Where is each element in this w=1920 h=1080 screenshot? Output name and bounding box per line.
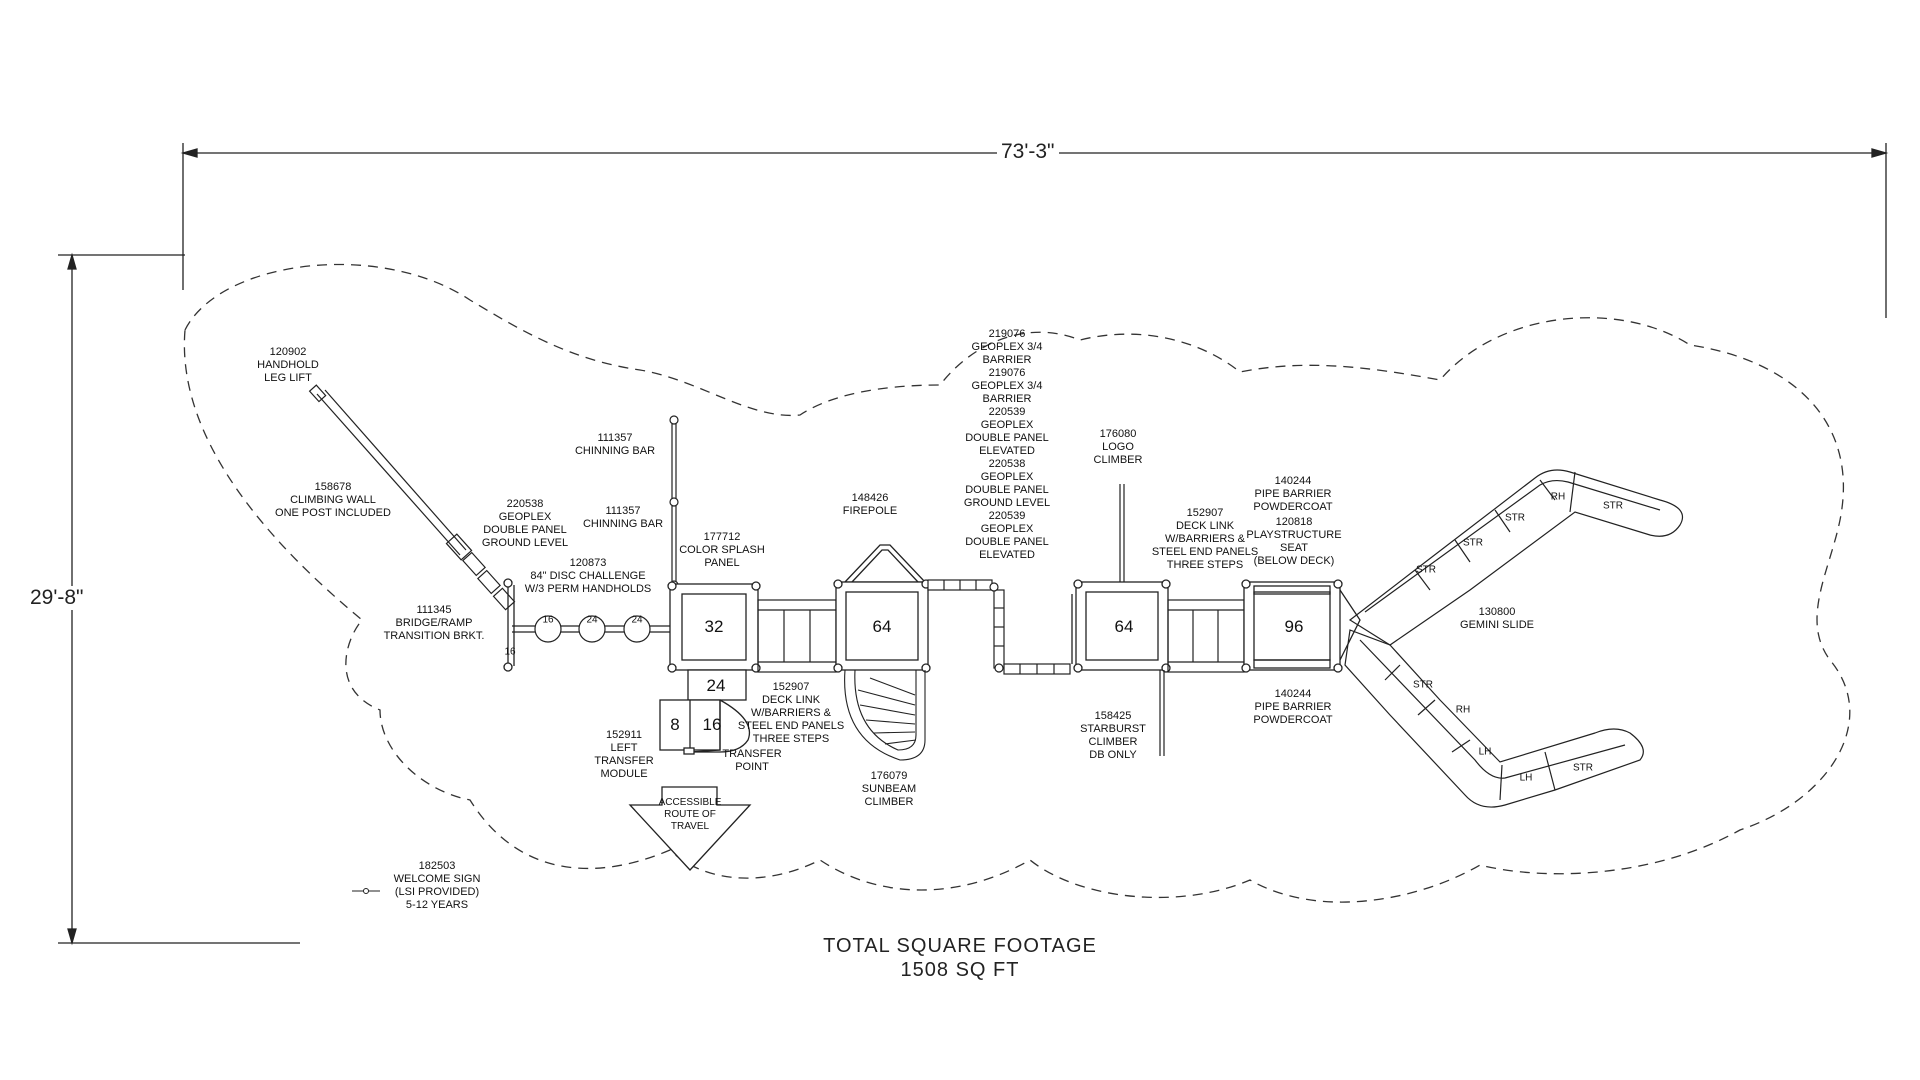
deck-link-left: [757, 599, 837, 673]
total-title: TOTAL SQUARE FOOTAGE: [823, 935, 1097, 957]
deck-label-64-right: 64: [1114, 617, 1134, 636]
disc-challenge: [512, 615, 672, 643]
slide-segment-label: LH: [1519, 772, 1533, 784]
slide-segment-label: RH: [1455, 704, 1471, 716]
logo-climber-label: 176080 LOGO CLIMBER: [1093, 428, 1143, 466]
sunbeam-climber: [844, 669, 926, 761]
deck-label-96: 96: [1284, 617, 1304, 636]
bracket-mark: 16: [504, 646, 516, 658]
slide-segment-label: RH: [1550, 491, 1566, 503]
width-dimension: 73'-3": [997, 140, 1059, 164]
bridge-ramp-label: 111345 BRIDGE/RAMP TRANSITION BRKT.: [383, 604, 485, 642]
starburst-climber: [1159, 670, 1165, 756]
deck-link-right-label: 152907 DECK LINK W/BARRIERS & STEEL END …: [1151, 507, 1259, 571]
transfer-module-label: 152911 LEFT TRANSFER MODULE: [594, 729, 654, 780]
use-zone-boundary: [183, 263, 1851, 903]
pipe-barrier-top-label: 140244 PIPE BARRIER POWDERCOAT: [1253, 475, 1333, 513]
starburst-climber-label: 158425 STARBURST CLIMBER DB ONLY: [1080, 710, 1146, 761]
deck-64-right: [1071, 579, 1171, 673]
transfer-point-label: TRANSFER POINT: [722, 748, 782, 773]
chinning-bar-pole: [669, 415, 679, 590]
sunbeam-climber-label: 176079 SUNBEAM CLIMBER: [861, 770, 917, 808]
logo-climber: [1119, 484, 1125, 582]
deck-label-8: 8: [670, 715, 680, 734]
playstructure-seat-label: 120818 PLAYSTRUCTURE SEAT (BELOW DECK): [1246, 516, 1342, 567]
disc-label: 24: [586, 614, 598, 626]
pipe-barrier-bottom-label: 140244 PIPE BARRIER POWDERCOAT: [1253, 688, 1333, 726]
chinning-bar-label: 111357 CHINNING BAR: [574, 432, 656, 457]
width-dimension-line: [180, 143, 1889, 318]
deck-label-32: 32: [704, 617, 724, 636]
slide-segment-label: STR: [1413, 679, 1433, 691]
geoplex-barriers: [927, 579, 1071, 675]
disc-label: 16: [542, 614, 554, 626]
gemini-slide-lower: [1344, 629, 1644, 808]
slide-segment-label: STR: [1573, 762, 1593, 774]
total-square-footage: TOTAL SQUARE FOOTAGE 1508 SQ FT: [823, 934, 1097, 982]
deck-label-64-left: 64: [872, 617, 892, 636]
firepole-label: 148426 FIREPOLE: [842, 492, 898, 517]
slide-segment-label: STR: [1505, 512, 1525, 524]
slide-segment-label: STR: [1416, 564, 1436, 576]
accessible-route-label: ACCESSIBLE ROUTE OF TRAVEL: [658, 797, 722, 832]
disc-challenge-label: 120873 84" DISC CHALLENGE W/3 PERM HANDH…: [524, 557, 652, 595]
welcome-sign-marker: [352, 888, 380, 894]
deck-64-left: [833, 544, 931, 673]
deck-96: [1241, 579, 1361, 673]
deck-link-right: [1167, 599, 1245, 673]
color-splash-label: 177712 COLOR SPLASH PANEL: [679, 531, 765, 569]
slide-segment-label: STR: [1603, 500, 1623, 512]
deck-32: [667, 581, 761, 673]
gemini-slide-upper: [1348, 469, 1684, 646]
gemini-slide-label: 130800 GEMINI SLIDE: [1460, 606, 1534, 631]
deck-label-24: 24: [706, 676, 726, 695]
handhold-leg-lift-label: 120902 HANDHOLD LEG LIFT: [257, 346, 319, 384]
deck-label-16: 16: [702, 715, 722, 734]
deck-link-left-label: 152907 DECK LINK W/BARRIERS & STEEL END …: [737, 681, 845, 745]
total-value: 1508 SQ FT: [900, 959, 1020, 981]
disc-label: 24: [631, 614, 643, 626]
slide-segment-label: STR: [1463, 537, 1483, 549]
climbing-wall-label: 158678 CLIMBING WALL ONE POST INCLUDED: [275, 481, 391, 519]
height-dimension: 29'-8": [30, 586, 84, 610]
accessible-route-arrow: [628, 786, 752, 871]
climbing-wall: [308, 384, 516, 611]
transfer-module: [659, 669, 750, 755]
geoplex-ground-label: 220538 GEOPLEX DOUBLE PANEL GROUND LEVEL: [481, 498, 569, 549]
geoplex-stack-label: 219076 GEOPLEX 3/4 BARRIER 219076 GEOPLE…: [963, 328, 1051, 561]
chinning-bar-label: 111357 CHINNING BAR: [582, 505, 664, 530]
slide-segment-label: LH: [1478, 746, 1492, 758]
welcome-sign-label: 182503 WELCOME SIGN (LSI PROVIDED) 5-12 …: [393, 860, 481, 911]
